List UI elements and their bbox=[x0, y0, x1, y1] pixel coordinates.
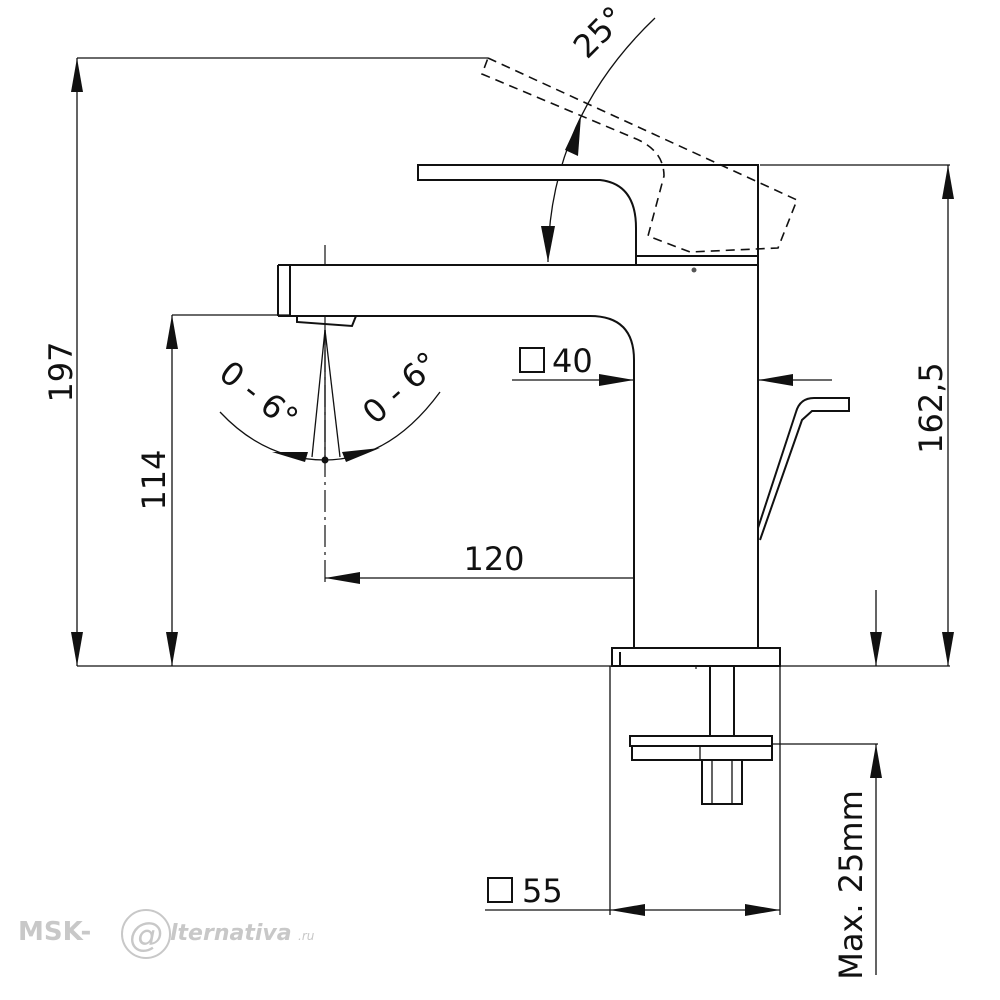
dimension-lines bbox=[76, 17, 949, 975]
arrowheads bbox=[71, 58, 954, 916]
watermark-at: @ bbox=[129, 915, 163, 955]
square-symbol-40 bbox=[519, 347, 545, 373]
watermark-prefix: MSK- bbox=[18, 917, 91, 947]
watermark-logo: MSK- @ lternativa .ru bbox=[18, 900, 338, 960]
dim-body-height: 162,5 bbox=[912, 362, 950, 454]
watermark-tld: .ru bbox=[298, 929, 315, 943]
dim-tilt-left: 0 - 6° bbox=[212, 353, 305, 437]
watermark-ring bbox=[121, 909, 171, 959]
dim-body-square: 40 bbox=[552, 342, 593, 380]
dim-spout-reach: 120 bbox=[463, 540, 524, 578]
square-symbol-55 bbox=[487, 877, 513, 903]
mounting-hardware bbox=[629, 665, 773, 805]
dim-max-thickness: Max. 25mm bbox=[832, 790, 870, 980]
faucet-body bbox=[277, 56, 850, 667]
dim-tilt-right: 0 - 6° bbox=[355, 344, 446, 432]
dim-spout-height: 114 bbox=[135, 449, 173, 510]
watermark-graphic: MSK- @ lternativa .ru bbox=[18, 909, 315, 959]
dim-total-height: 197 bbox=[42, 341, 80, 402]
dim-lever-angle: 25° bbox=[566, 0, 633, 66]
extension-lines bbox=[77, 57, 950, 915]
watermark-suffix: lternativa bbox=[170, 921, 292, 946]
dim-base-square: 55 bbox=[522, 872, 563, 910]
